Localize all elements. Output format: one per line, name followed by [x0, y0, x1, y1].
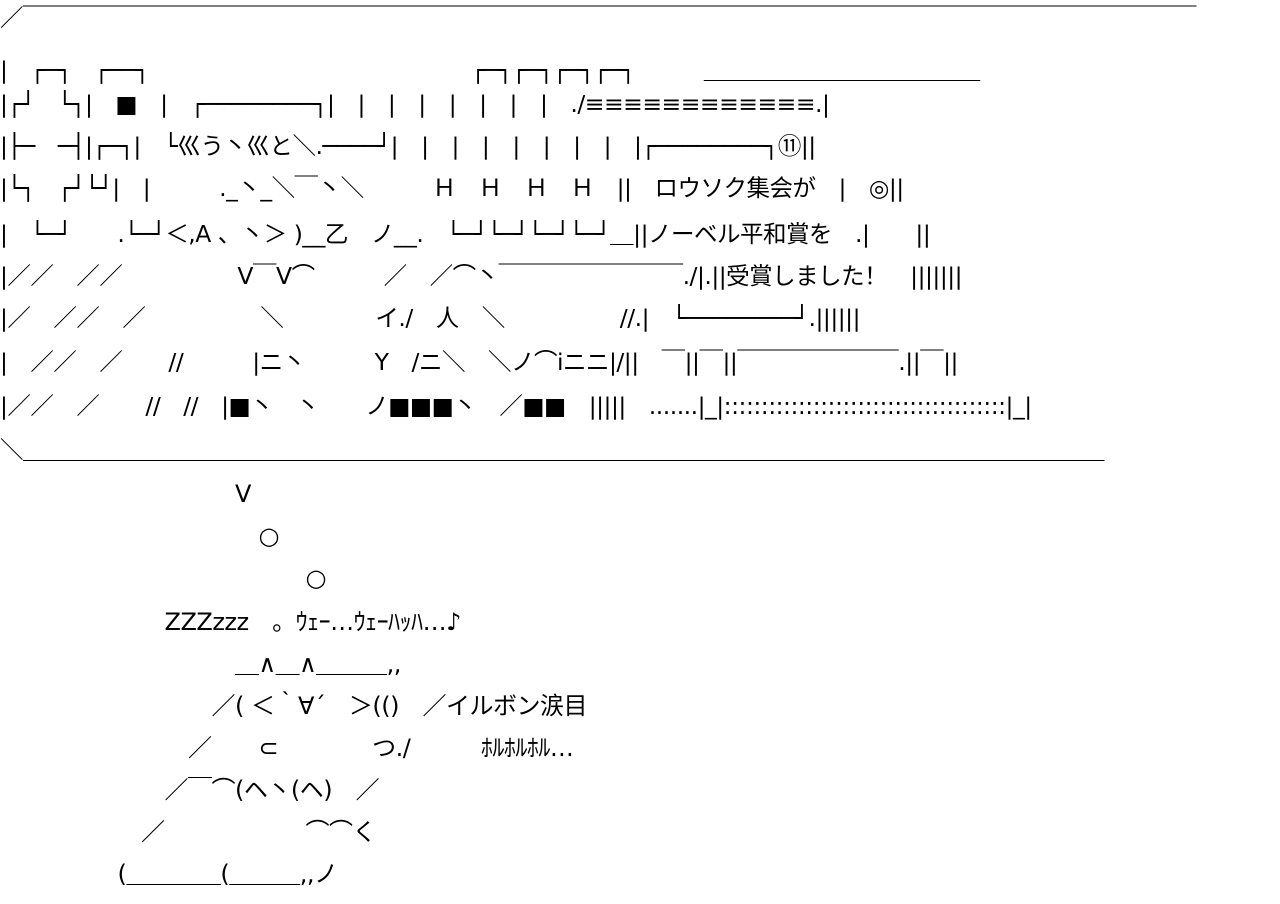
thought-line-2: ○: [0, 522, 279, 550]
scene-frame-top: ／￣￣￣￣￣￣￣￣￣￣￣￣￣￣￣￣￣￣￣￣￣￣￣￣￣￣￣￣￣￣￣￣￣￣￣￣￣￣￣…: [0, 4, 1197, 32]
scene-line-6: |／／ ／／ V￣V⌒ ／ ／⌒丶￣￣￣￣￣￣￣￣./|.||受賞しました！ |…: [0, 262, 963, 290]
scene-line-2: |┌┘ └┐| ■ | ┌────────┐| | | | | | | | ./…: [0, 90, 830, 118]
scene-line-9: |／／ ／ // // |■丶 丶 ノ■■■丶 ／■■ ||||| ......…: [0, 392, 1032, 420]
scene-line-4: |└┐ ┌┘└┘| | ._丶_＼￣丶＼ Ｈ Ｈ Ｈ Ｈ || ロウソク集会が …: [0, 174, 904, 202]
scene-line-5: | └─┘ .└─┘＜,A 、丶＞ )__乙 ノ__. └─┘└─┘└─┘└─┘…: [0, 220, 931, 248]
scene-frame-bottom: ＼＿＿＿＿＿＿＿＿＿＿＿＿＿＿＿＿＿＿＿＿＿＿＿＿＿＿＿＿＿＿＿＿＿＿＿＿＿＿＿…: [0, 436, 1105, 464]
scene-line-3: |├─ ─┤|┌─┐| └巛う丶巛と＼.────┘| | | | | | | |…: [0, 132, 816, 160]
scene-line-1: | ┌─┐ ┌──┐ ┌─┐┌─┐┌─┐┌─┐ ＿＿＿＿＿＿＿＿＿＿＿＿: [0, 56, 980, 84]
thought-line-5: ＿∧＿∧＿＿＿,,: [0, 650, 401, 678]
thought-line-1: V: [0, 480, 251, 508]
thought-line-3: ○: [0, 564, 326, 592]
thought-line-4: ZZZzzz 。ｳｪｰ…ｳｪｰﾊｯﾊ…♪: [0, 608, 461, 636]
scene-line-8: | ／／ ／ // |ニ丶 Y /ニ＼ ＼ノ⌒iニニ|/|| ￣||￣||￣￣￣…: [0, 348, 958, 376]
thought-line-9: ／ ⌒⌒く: [0, 818, 377, 846]
scene-line-7: |／ ／／ ／ ＼ イ./ 人 ＼ //.| └────────┘.||||||: [0, 304, 860, 332]
thought-line-7: ／ ⊂ つ./ ﾎﾙﾎﾙﾎﾙ…: [0, 734, 574, 762]
thought-line-6: ／( ＜｀∀´ ＞(() ／イルボン涙目: [0, 692, 587, 720]
thought-line-8: ／￣⌒(ヘ丶(ヘ) ／: [0, 776, 380, 804]
thought-line-10: (＿＿＿＿(＿＿＿,,ノ: [0, 860, 338, 888]
